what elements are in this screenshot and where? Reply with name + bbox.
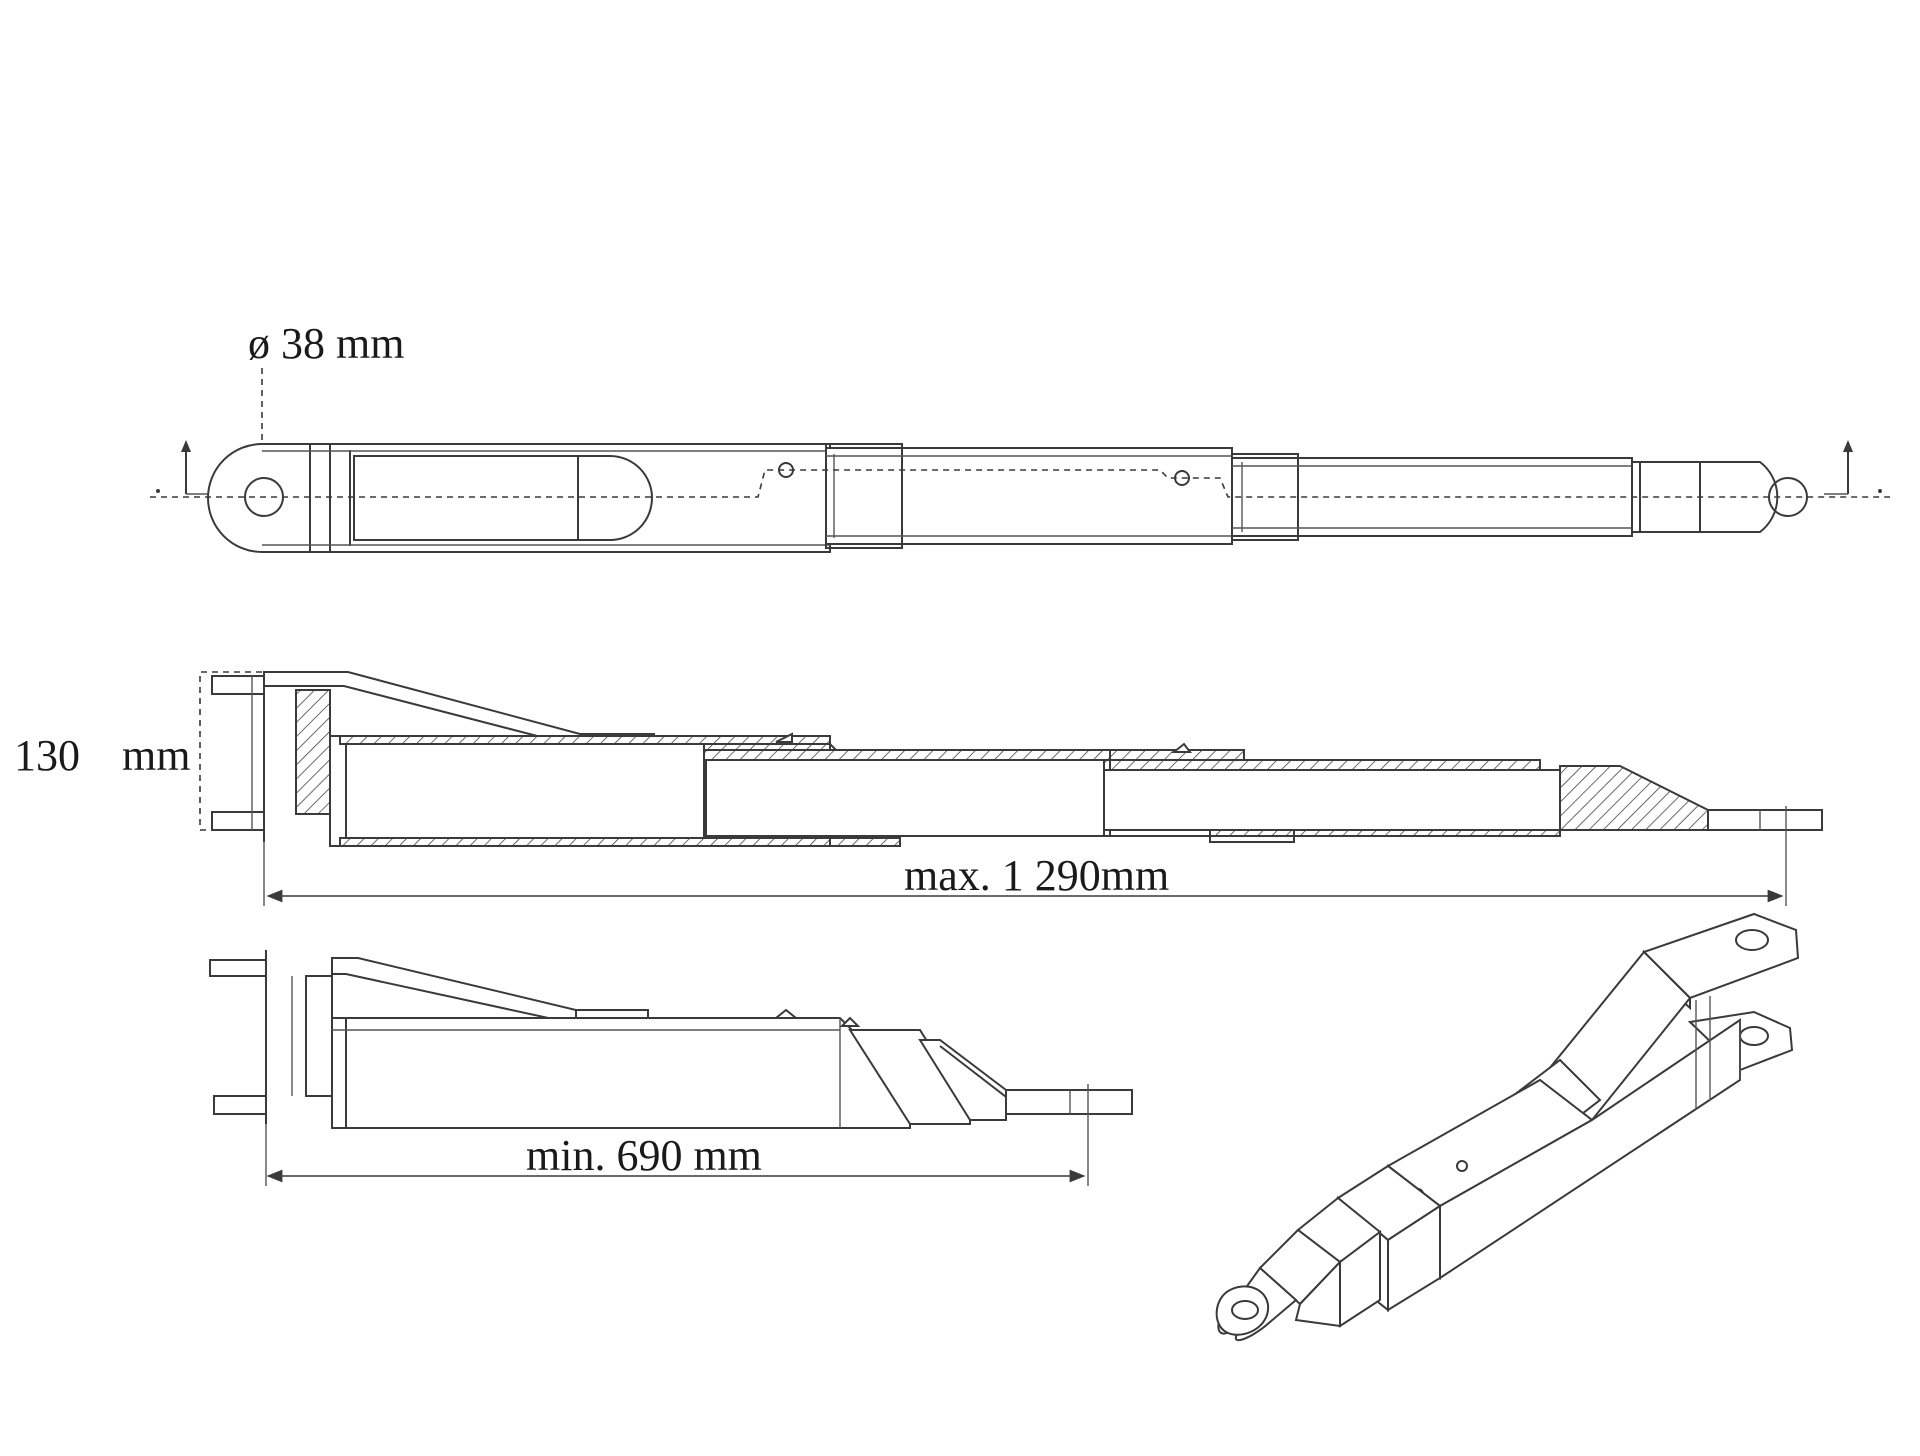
middle-tube bbox=[825, 447, 1233, 545]
retracted-body bbox=[331, 1017, 911, 1129]
min-length-label: min. 690 mm bbox=[526, 1131, 762, 1180]
eye-tab bbox=[1707, 809, 1823, 831]
side-section-extended: 130 mm bbox=[14, 671, 1823, 906]
tapered-tip bbox=[1559, 765, 1709, 831]
centerline bbox=[150, 469, 1890, 498]
side-view-retracted: min. 690 mm bbox=[209, 950, 1133, 1186]
hatched-end-block bbox=[295, 689, 331, 815]
slot bbox=[353, 455, 653, 541]
outer-tube bbox=[207, 443, 831, 553]
top-view: ø 38 mm bbox=[150, 319, 1890, 553]
isometric-view bbox=[1215, 912, 1800, 1341]
section-arrow-right bbox=[1824, 440, 1882, 495]
retracted-eye-tab bbox=[1005, 1089, 1133, 1115]
bore-diameter-label: ø 38 mm bbox=[248, 319, 404, 368]
section-arrow-left bbox=[156, 440, 210, 495]
height-unit-label: mm bbox=[122, 731, 190, 780]
max-length-label: max. 1 290mm bbox=[904, 851, 1169, 900]
right-eye bbox=[1631, 461, 1779, 533]
height-value-label: 130 bbox=[14, 731, 80, 780]
